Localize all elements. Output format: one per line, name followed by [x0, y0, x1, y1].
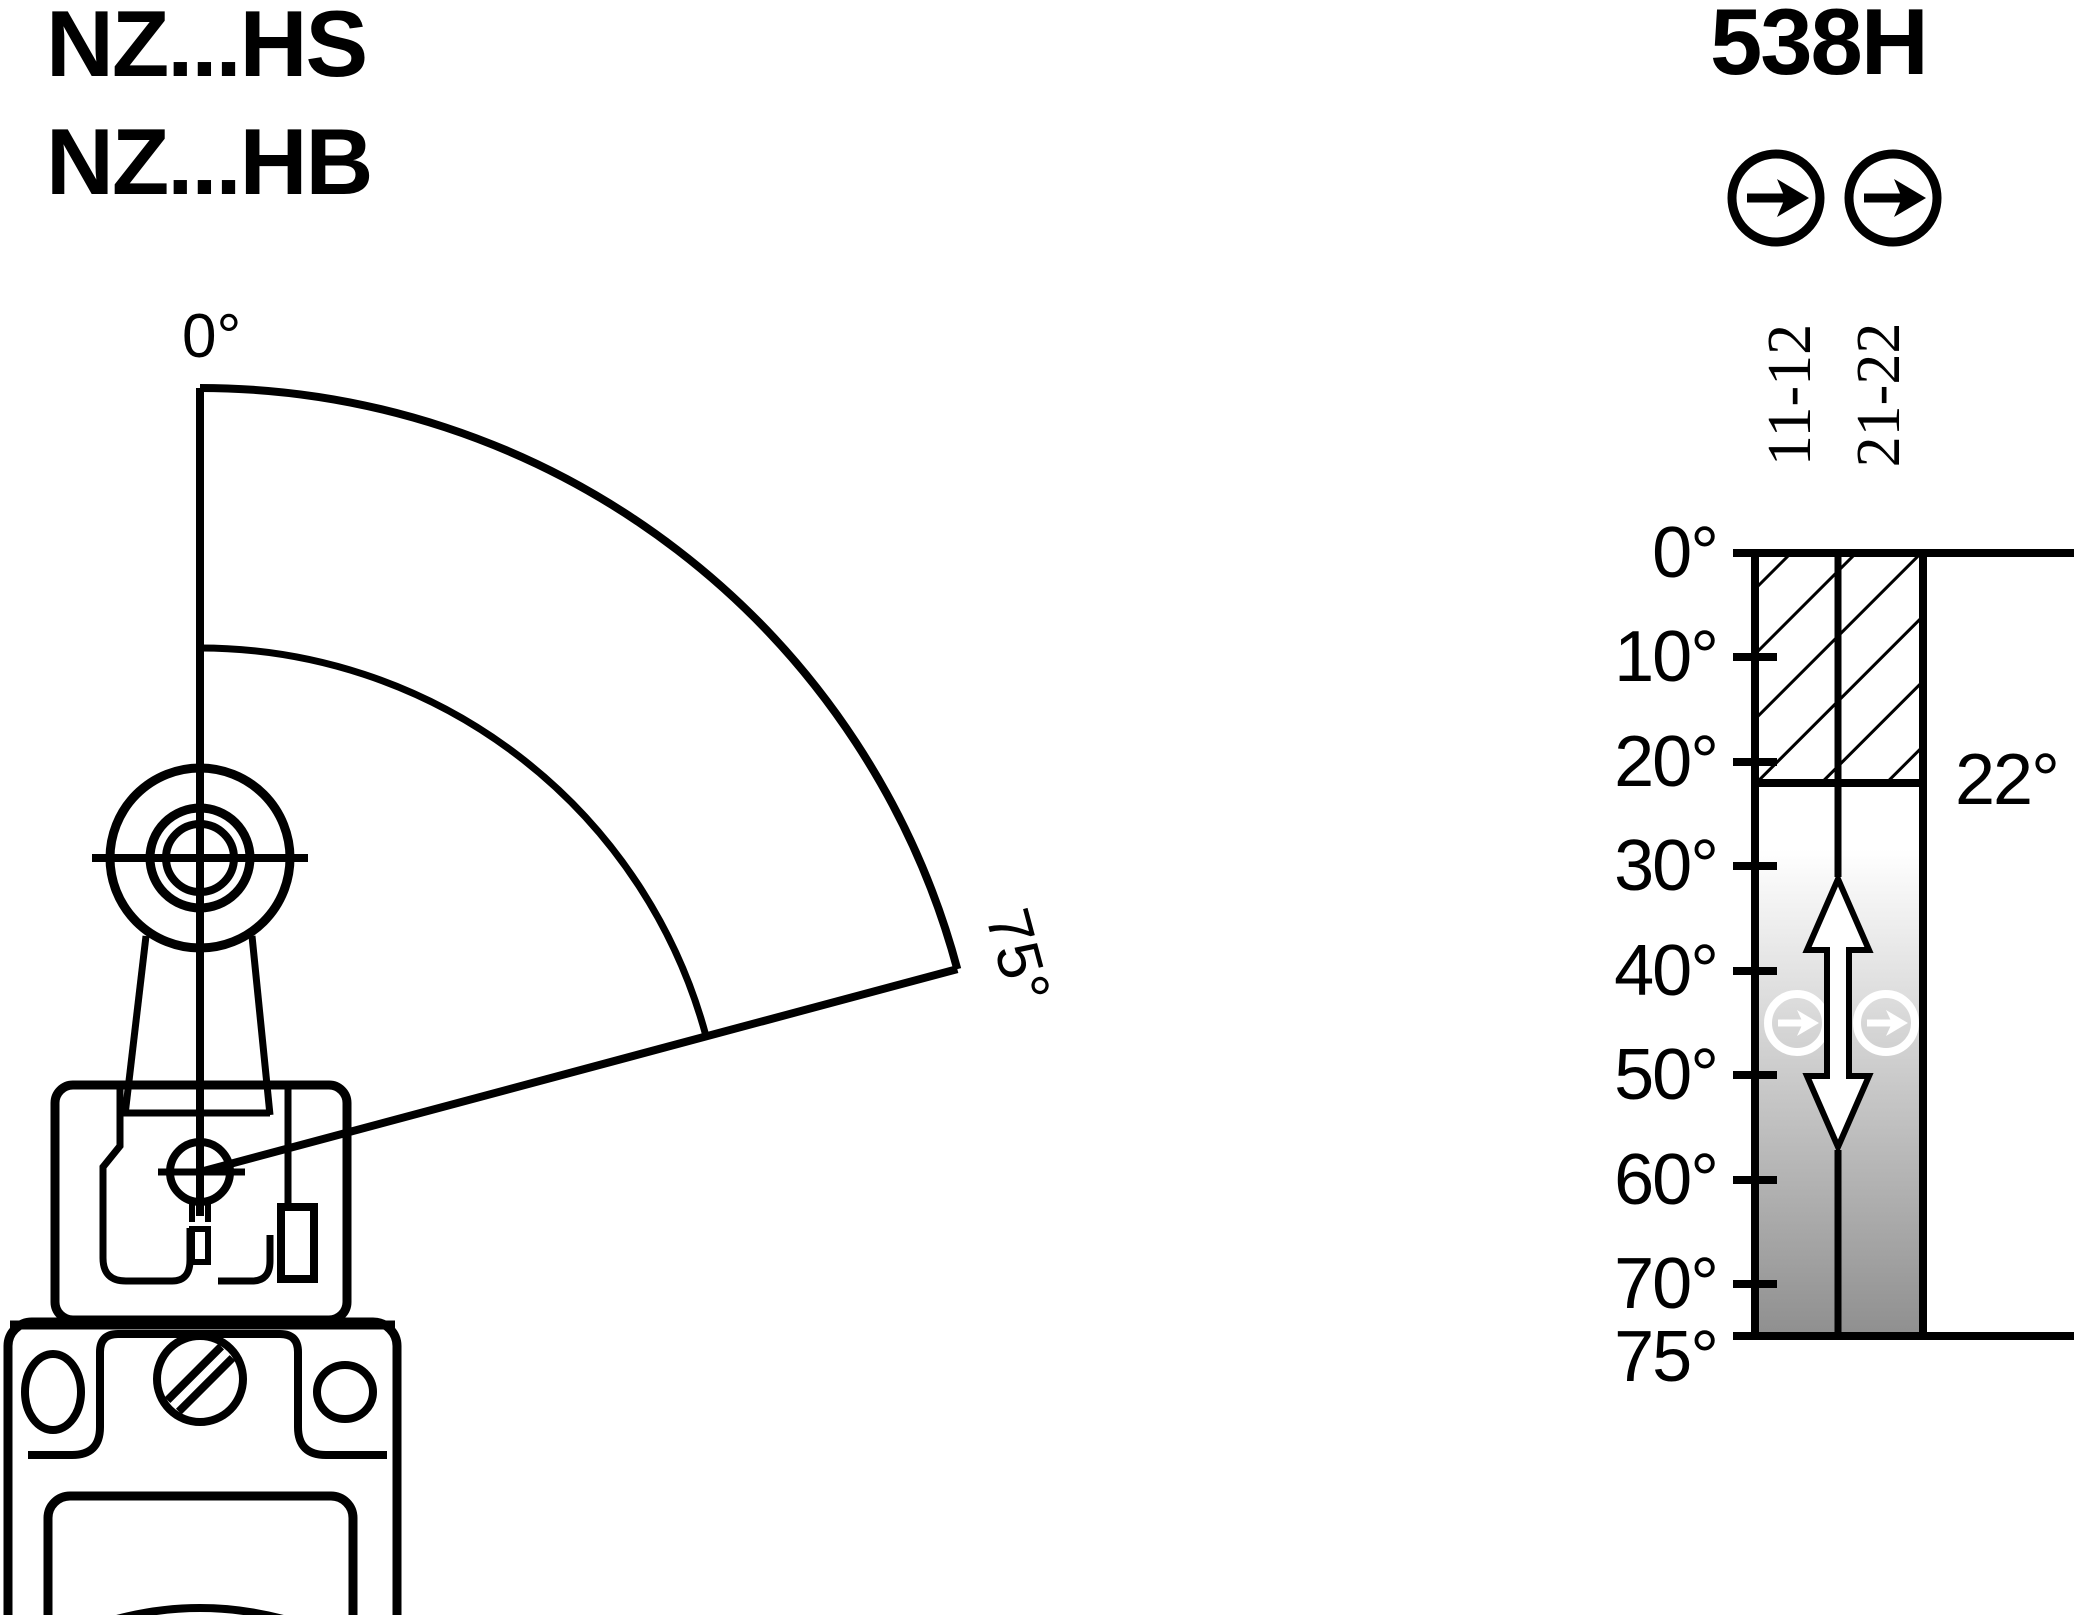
arc-zero-label: 0°: [182, 302, 242, 371]
positive-opening-icon-2: [1849, 154, 1937, 242]
tick-label-0: 0°: [1652, 513, 1719, 593]
model-title-line1: NZ...HS: [46, 0, 368, 96]
screw-slot: [164, 1343, 225, 1404]
tick-label-40: 40°: [1614, 931, 1719, 1011]
roller-lever: [92, 763, 308, 1116]
tick-label-60: 60°: [1614, 1140, 1719, 1220]
contact-label-21-22: 21-22: [1845, 322, 1913, 468]
body-label-plate: [43, 1491, 358, 1615]
contact-label-11-12: 11-12: [1756, 323, 1824, 467]
head-fork-left-pocket: [99, 1085, 194, 1285]
travel-bar: [1733, 549, 2074, 1340]
screw-slot: [175, 1355, 236, 1415]
positive-opening-icon-1: [1732, 154, 1820, 242]
model-title-line2: NZ...HB: [46, 109, 373, 214]
tick-label-75: 75°: [1614, 1317, 1719, 1397]
lever-arc-diagram: [196, 384, 962, 1216]
switch-body: [3, 1317, 402, 1615]
travel-diagram-code: 538H: [1710, 0, 1929, 94]
switch-head: [50, 1080, 352, 1325]
head-contact-block: [277, 1203, 318, 1283]
tick-label-20: 20°: [1614, 722, 1719, 802]
tick-label-30: 30°: [1614, 826, 1719, 906]
tick-label-50: 50°: [1614, 1035, 1719, 1115]
tick-label-70: 70°: [1614, 1244, 1719, 1324]
body-bottom-detail: [116, 1604, 284, 1615]
mount-hole-left: [21, 1350, 85, 1434]
screw-head: [153, 1332, 247, 1426]
outer-travel-arc: [199, 384, 962, 971]
contact-change-angle-label: 22°: [1955, 740, 2060, 820]
inner-travel-arc: [199, 644, 710, 1038]
tick-label-10: 10°: [1614, 617, 1719, 697]
head-plunger-slot: [189, 1226, 211, 1265]
mount-hole-right: [313, 1361, 377, 1423]
head-fork-right-pocket: [218, 1235, 274, 1285]
actuation-double-arrow: [1802, 871, 1874, 1155]
lever-75deg-line: [198, 965, 959, 1176]
